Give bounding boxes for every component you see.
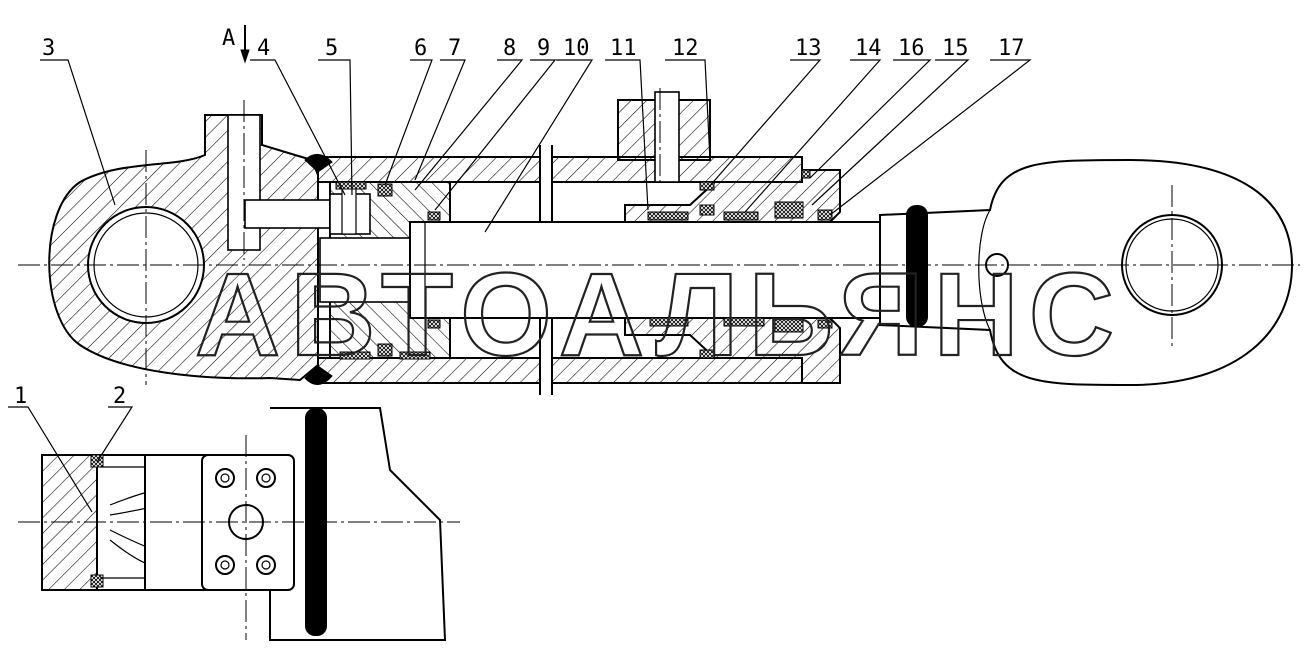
detail-view-a [18,407,460,641]
callout-10: 10 [563,36,590,61]
callout-14: 14 [855,36,882,61]
callout-1: 1 [14,384,27,409]
callout-6: 6 [414,36,427,61]
seal-6 [377,183,393,197]
callout-11: 11 [610,36,637,61]
callout-12: 12 [672,36,699,61]
callout-9: 9 [537,36,550,61]
piston-rod [409,221,881,319]
callout-3: 3 [42,36,55,61]
main-section-view: A [18,25,1300,395]
view-label-a: A [222,26,235,51]
callout-4: 4 [257,36,270,61]
callout-17: 17 [998,36,1025,61]
barrel-bottom-wall [317,357,541,384]
callout-5: 5 [325,36,338,61]
callout-8: 8 [503,36,516,61]
callout-15: 15 [942,36,969,61]
callout-16: 16 [898,36,925,61]
rod-ring [906,205,928,327]
callout-7: 7 [448,36,461,61]
callout-leaders [8,59,1032,513]
watermark: АВТОАЛЬЯНС [195,249,1124,381]
callout-2: 2 [113,384,126,409]
callout-13: 13 [795,36,822,61]
callout-numbers: 3 4 5 6 7 8 9 10 11 12 13 14 16 15 17 1 … [14,36,1025,409]
